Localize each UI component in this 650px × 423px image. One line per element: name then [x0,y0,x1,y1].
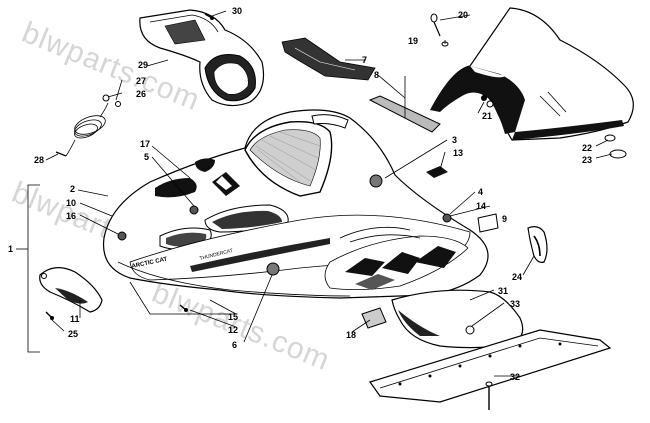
callout-2: 2 [70,184,75,194]
callout-12: 12 [228,325,238,335]
callout-7: 7 [362,55,367,65]
seat [391,289,524,349]
callout-11: 11 [70,314,80,324]
callout-19: 19 [408,36,418,46]
callout-13: 13 [453,148,463,158]
callout-8: 8 [374,70,379,80]
decal-9 [477,213,499,233]
callout-22: 22 [582,143,592,153]
callout-5: 5 [144,152,149,162]
decal-7 [281,37,376,81]
hood: ARCTIC CAT THUNDERCAT [102,109,489,299]
air-intake-duct [139,9,265,107]
callout-29: 29 [138,60,148,70]
callout-10: 10 [66,198,76,208]
screw-30 [204,13,214,20]
callout-17: 17 [140,139,150,149]
plug-3 [369,174,383,188]
callout-18: 18 [346,330,356,340]
callout-25: 25 [68,329,78,339]
decal-13 [426,166,448,178]
hood-cable [55,94,121,157]
callout-21: 21 [482,111,492,121]
callout-30: 30 [232,6,242,16]
callout-20: 20 [458,10,468,20]
plug-6 [266,262,280,276]
callout-1: 1 [8,244,13,254]
windshield [430,7,634,141]
callout-26: 26 [136,89,146,99]
callout-33: 33 [510,299,520,309]
callout-3: 3 [452,135,457,145]
callout-31: 31 [498,286,508,296]
seat-base-tray [369,329,612,403]
callout-28: 28 [34,155,44,165]
callout-32: 32 [510,372,520,382]
leader-lines [16,10,613,377]
callout-16: 16 [66,211,76,221]
windshield-hardware [430,13,627,159]
screw-25 [45,311,54,320]
callout-15: 15 [228,312,238,322]
bumper-strip-24 [527,226,548,263]
callout-4: 4 [478,187,483,197]
callout-labels: 1 2 3 4 5 6 7 8 9 10 11 12 13 14 15 16 1… [8,6,592,382]
callout-27: 27 [136,76,146,86]
callout-23: 23 [582,155,592,165]
callout-24: 24 [512,272,522,282]
callout-6: 6 [232,340,237,350]
bolt-32 [485,381,493,410]
decal-18 [361,307,387,329]
side-vent-bracket [39,267,103,313]
screw-12 [179,304,188,312]
callout-14: 14 [476,201,486,211]
callout-9: 9 [502,214,507,224]
